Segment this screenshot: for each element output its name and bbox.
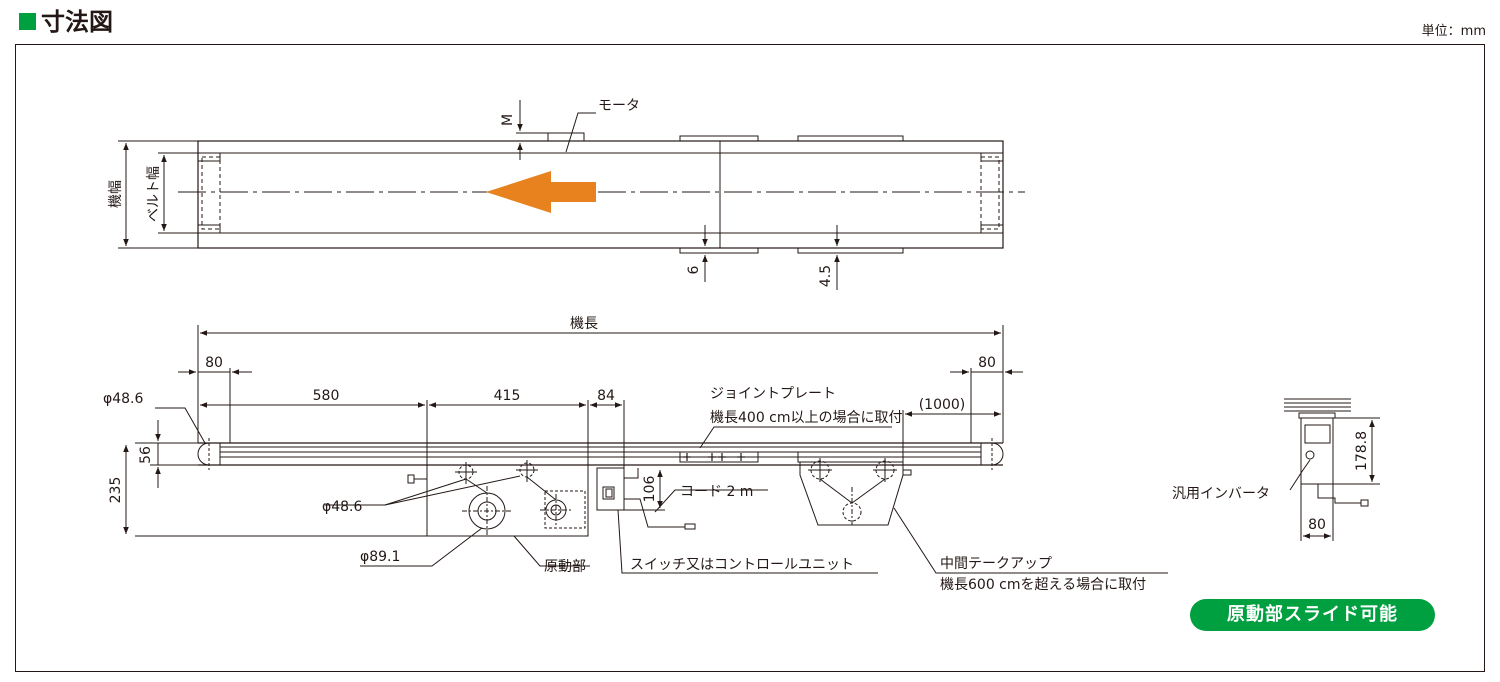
side-view xyxy=(123,325,1168,574)
drive-unit-box xyxy=(426,464,589,537)
motor-bracket xyxy=(547,132,585,142)
joint-plate-note: 機長400 cm以上の場合に取付 xyxy=(710,410,903,426)
dim-4-5-label: 4.5 xyxy=(818,265,834,287)
cord-line xyxy=(624,498,685,528)
unit-label: 単位：mm xyxy=(1421,24,1486,39)
machine-width-label: 機幅 xyxy=(108,180,124,208)
inverter-view xyxy=(1284,398,1380,541)
dia-89-1-label: φ89.1 xyxy=(360,549,400,565)
dim-580-label: 580 xyxy=(313,388,340,404)
belt-width-label: ベルト幅 xyxy=(146,166,162,222)
joint-plate-bolts xyxy=(683,453,745,461)
right-pulley-hidden xyxy=(980,156,1000,230)
motor-label: モータ xyxy=(598,98,640,114)
header: 寸法図 単位：mm xyxy=(0,0,1500,44)
page-title: 寸法図 xyxy=(41,8,113,36)
drawing-frame xyxy=(15,44,1485,672)
dim-178-8-label: 178.8 xyxy=(1354,431,1370,471)
drive-unit-label: 原動部 xyxy=(544,559,586,575)
takeup-label: 中間テークアップ xyxy=(940,556,1052,572)
dim-80-right-label: 80 xyxy=(978,355,996,371)
dim-415-label: 415 xyxy=(494,388,521,404)
joint-plate-label: ジョイントプレート xyxy=(710,386,836,402)
dim-56-label: 56 xyxy=(138,446,154,464)
dia-48-6-top-label: φ48.6 xyxy=(103,391,144,407)
dim-106-label: 106 xyxy=(642,476,658,503)
inverter-dim-80-label: 80 xyxy=(1308,517,1326,533)
top-frame-outline xyxy=(197,140,1004,249)
slide-capable-badge: 原動部スライド可能 xyxy=(1190,599,1435,631)
title-square-icon xyxy=(19,13,36,30)
dia-48-6-drive-label: φ48.6 xyxy=(322,499,363,515)
dim-1000-label: (1000) xyxy=(919,397,966,413)
takeup-note: 機長600 cmを超える場合に取付 xyxy=(940,577,1146,593)
left-end-pulley xyxy=(197,442,220,466)
dim-235-label: 235 xyxy=(108,477,124,504)
cord-label: コード 2 m xyxy=(680,484,753,500)
inverter-bracket xyxy=(1298,412,1336,419)
machine-length-label: 機長 xyxy=(570,316,598,332)
dim-6-label: 6 xyxy=(686,265,702,274)
right-end-pulley xyxy=(981,442,1004,466)
switch-label: スイッチ又はコントロールユニット xyxy=(630,557,854,573)
conveying-direction-arrow xyxy=(486,171,596,213)
switch-box xyxy=(596,467,625,511)
dim-84-label: 84 xyxy=(597,388,615,404)
dim-80-left-label: 80 xyxy=(205,355,223,371)
motor-leader xyxy=(565,112,596,153)
inverter-body xyxy=(1300,417,1334,485)
joint-plate xyxy=(679,451,759,463)
inverter-label: 汎用インバータ xyxy=(1172,486,1270,502)
m-dim-label: M xyxy=(500,114,516,126)
left-pulley-hidden xyxy=(201,156,221,230)
top-view xyxy=(118,100,1025,290)
takeup-unit xyxy=(799,462,904,526)
